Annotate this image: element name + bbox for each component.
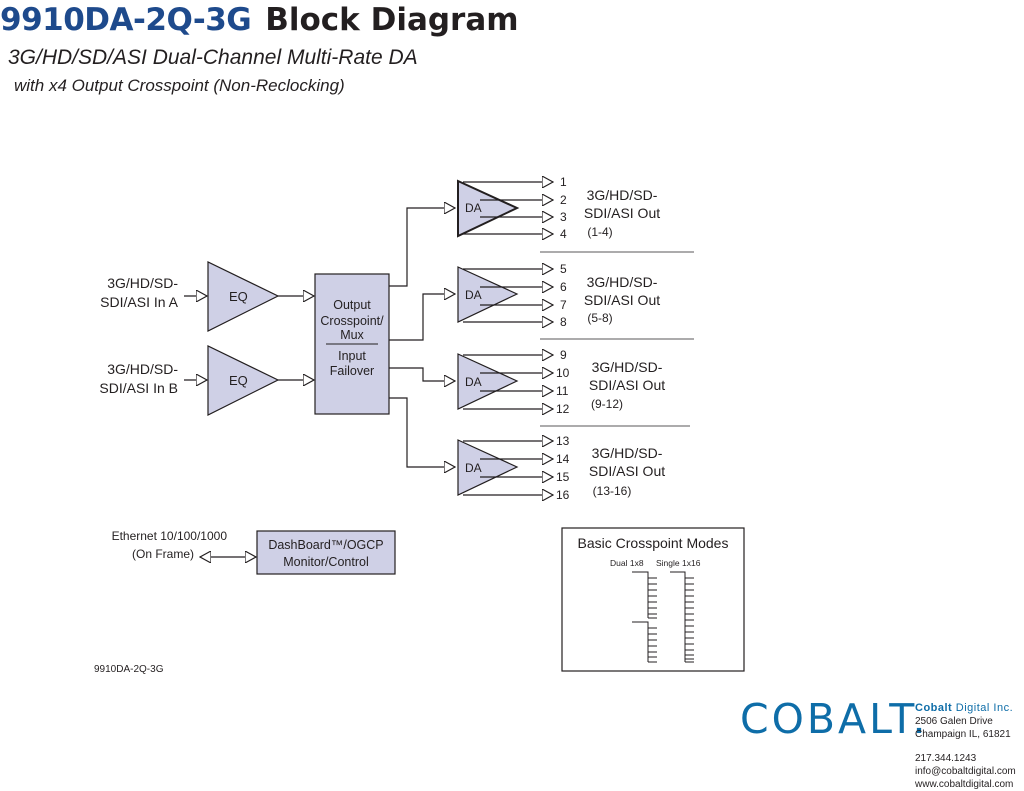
company-phone: 217.344.1243 — [915, 753, 977, 764]
company-web: www.cobaltdigital.com — [915, 779, 1014, 790]
port-6: 6 — [560, 280, 567, 294]
title-model: 9910DA-2Q-3G — [0, 2, 252, 38]
control-line1: DashBoard™/OGCP — [268, 538, 383, 552]
port-4: 4 — [560, 227, 567, 241]
crosspoint-line5: Failover — [330, 364, 374, 378]
ethernet-label: Ethernet 10/100/1000 (On Frame) — [112, 529, 228, 561]
company-email: info@cobaltdigital.com — [915, 766, 1016, 777]
da3-label: DA — [465, 375, 482, 389]
crosspoint-block: Output Crosspoint/ Mux Input Failover — [314, 273, 390, 415]
da-amplifier-1: DA — [457, 179, 520, 238]
input-a-label: 3G/HD/SD- SDI/ASI In A — [100, 275, 178, 310]
output-group-2-label: 3G/HD/SD- SDI/ASI Out (5-8) — [584, 274, 660, 325]
input-b-line1: 3G/HD/SD- — [107, 361, 178, 377]
port-9: 9 — [560, 348, 567, 362]
port-15: 15 — [556, 470, 570, 484]
company-contact: 217.344.1243 info@cobaltdigital.com www.… — [915, 752, 1016, 791]
da-amplifier-4: DA — [457, 439, 519, 496]
output-group-4-label: 3G/HD/SD- SDI/ASI Out (13-16) — [589, 445, 665, 498]
input-b-label: 3G/HD/SD- SDI/ASI In B — [99, 361, 178, 396]
eq-b-label: EQ — [229, 373, 248, 388]
crosspoint-to-da4 — [389, 397, 455, 467]
title-text: Block Diagram — [265, 2, 519, 38]
port-11: 11 — [556, 384, 569, 398]
cobalt-logo: COBALT. — [740, 695, 929, 743]
ethernet-line2: (On Frame) — [132, 547, 194, 561]
out1-line2: SDI/ASI Out — [584, 205, 660, 221]
out3-line2: SDI/ASI Out — [589, 377, 665, 393]
crosspoint-to-da2 — [389, 294, 455, 341]
port-5: 5 — [560, 262, 567, 276]
modes-dual-label: Dual 1x8 — [610, 558, 644, 568]
modes-single-label: Single 1x16 — [656, 558, 701, 568]
subtitle-line1: 3G/HD/SD/ASI Dual-Channel Multi-Rate DA — [8, 46, 418, 69]
crosspoint-to-da3 — [389, 367, 455, 381]
control-line2: Monitor/Control — [283, 555, 368, 569]
da2-outputs: 5 6 7 8 — [463, 262, 567, 329]
input-a-line2: SDI/ASI In A — [100, 294, 178, 310]
crosspoint-modes-box: Basic Crosspoint Modes Dual 1x8 Single 1… — [561, 527, 745, 672]
crosspoint-to-da1 — [389, 208, 455, 287]
port-8: 8 — [560, 315, 567, 329]
single-mode-diagram — [670, 571, 694, 663]
subtitle-line2: with x4 Output Crosspoint (Non-Reclockin… — [14, 76, 345, 95]
da4-outputs: 13 14 15 16 — [463, 434, 570, 502]
da1-outputs: 1 2 3 4 — [463, 175, 567, 241]
port-3: 3 — [560, 210, 567, 224]
company-name-bold: Cobalt — [915, 702, 953, 714]
da-amplifier-2: DA — [457, 266, 519, 323]
out2-range: (5-8) — [587, 311, 612, 325]
company-name: Cobalt Digital Inc. — [915, 702, 1013, 715]
eq-a-label: EQ — [229, 289, 248, 304]
port-12: 12 — [556, 402, 570, 416]
crosspoint-line2: Crosspoint/ — [320, 314, 384, 328]
crosspoint-line1: Output — [333, 298, 371, 312]
da-amplifier-3: DA — [457, 353, 519, 410]
out4-line2: SDI/ASI Out — [589, 463, 665, 479]
company-address: Cobalt Digital Inc. 2506 Galen Drive Cha… — [915, 702, 1013, 741]
da2-label: DA — [465, 288, 482, 302]
port-13: 13 — [556, 434, 570, 448]
output-group-1-label: 3G/HD/SD- SDI/ASI Out (1-4) — [584, 187, 660, 239]
da4-label: DA — [465, 461, 482, 475]
port-14: 14 — [556, 452, 570, 466]
control-block: DashBoard™/OGCP Monitor/Control — [256, 530, 396, 575]
address-line1: 2506 Galen Drive — [915, 716, 993, 727]
da3-outputs: 9 10 11 12 — [463, 348, 570, 416]
footer-model: 9910DA-2Q-3G — [94, 664, 164, 675]
input-a-line1: 3G/HD/SD- — [107, 275, 178, 291]
modes-title: Basic Crosspoint Modes — [578, 535, 729, 551]
company-name-rest: Digital Inc. — [952, 702, 1014, 714]
crosspoint-line3: Mux — [340, 328, 364, 342]
out4-line1: 3G/HD/SD- — [592, 445, 663, 461]
da1-label: DA — [465, 201, 482, 215]
port-7: 7 — [560, 298, 567, 312]
crosspoint-line4: Input — [338, 349, 366, 363]
eq-amplifier-a: EQ — [207, 261, 280, 332]
input-b-line2: SDI/ASI In B — [99, 380, 178, 396]
output-group-3-label: 3G/HD/SD- SDI/ASI Out (9-12) — [589, 359, 665, 411]
eq-amplifier-b: EQ — [207, 345, 280, 416]
out4-range: (13-16) — [593, 484, 632, 498]
port-10: 10 — [556, 366, 570, 380]
out2-line2: SDI/ASI Out — [584, 292, 660, 308]
out1-range: (1-4) — [587, 225, 612, 239]
out2-line1: 3G/HD/SD- — [587, 274, 658, 290]
out3-line1: 3G/HD/SD- — [592, 359, 663, 375]
port-2: 2 — [560, 193, 567, 207]
address-line2: Champaign IL, 61821 — [915, 729, 1011, 740]
ethernet-line1: Ethernet 10/100/1000 — [112, 529, 228, 543]
page-title: 9910DA-2Q-3G Block Diagram — [0, 2, 519, 38]
port-1: 1 — [560, 175, 567, 189]
out3-range: (9-12) — [591, 397, 623, 411]
dual-mode-diagram — [632, 571, 657, 663]
out1-line1: 3G/HD/SD- — [587, 187, 658, 203]
port-16: 16 — [556, 488, 570, 502]
